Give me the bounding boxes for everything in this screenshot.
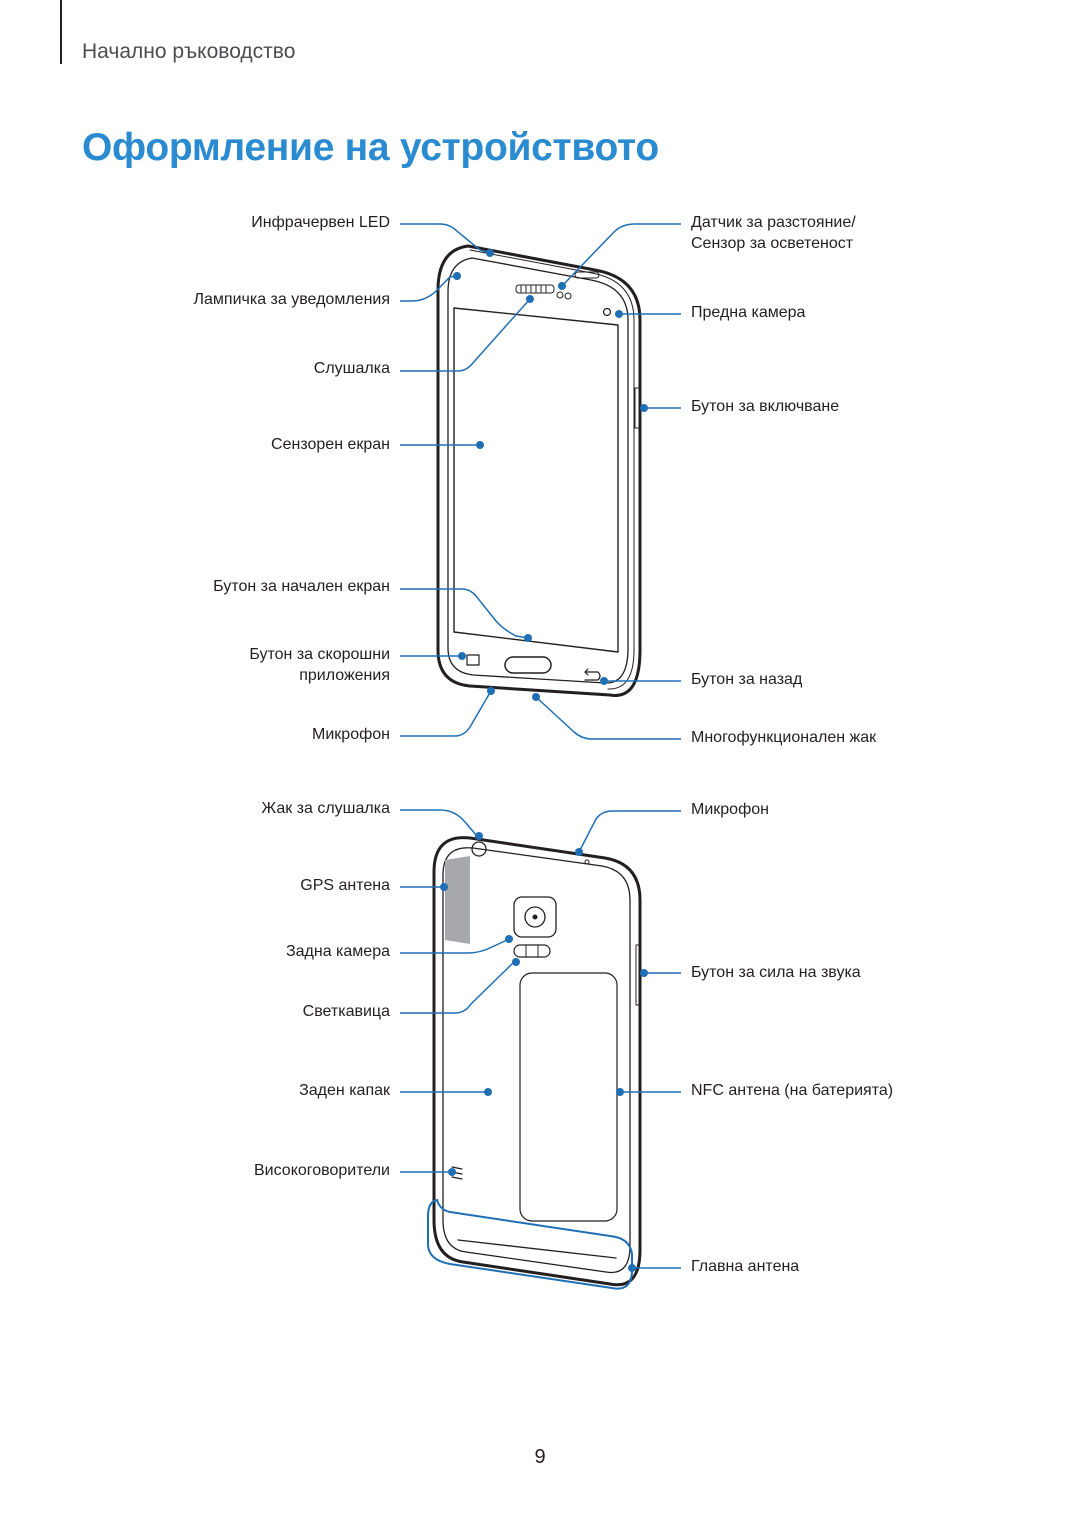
back-callout-dots <box>440 832 648 1272</box>
label-infrared-led: Инфрачервен LED <box>251 214 390 231</box>
label-volume-button: Бутон за сила на звука <box>691 964 861 981</box>
label-rear-microphone: Микрофон <box>691 801 769 818</box>
gps-antenna-area <box>445 856 470 944</box>
label-proximity-light-sensor: Датчик за разстояние/Сензор за осветенос… <box>691 214 856 252</box>
home-button-icon <box>504 656 552 674</box>
header-rule <box>60 0 62 64</box>
label-headset-jack: Жак за слушалка <box>261 800 390 817</box>
section-name: Начално ръководство <box>82 40 296 63</box>
label-earpiece: Слушалка <box>313 360 390 377</box>
back-button-icon <box>584 668 601 681</box>
headset-jack-icon <box>471 841 487 857</box>
label-speaker: Високоговорители <box>254 1162 390 1179</box>
rear-camera-icon <box>524 906 546 928</box>
label-home-button: Бутон за начален екран <box>213 578 390 595</box>
label-gps-antenna: GPS антена <box>300 877 390 894</box>
page-number: 9 <box>534 1446 546 1468</box>
label-flash: Светкавица <box>302 1003 390 1020</box>
main-antenna-outline <box>427 1198 633 1290</box>
label-multipurpose-jack: Многофункционален жак <box>691 729 877 746</box>
front-callout-dots <box>453 249 648 701</box>
nfc-antenna-outline <box>519 972 618 1222</box>
front-camera-icon <box>602 307 612 317</box>
back-device-illustration <box>432 836 642 1287</box>
front-callouts <box>400 223 681 740</box>
label-power-button: Бутон за включване <box>691 398 840 415</box>
label-front-camera: Предна камера <box>691 304 806 321</box>
label-recent-apps-button: Бутон за скорошни приложения <box>249 646 390 684</box>
back-callouts <box>400 809 681 1290</box>
recent-apps-icon <box>466 654 480 666</box>
label-back-button: Бутон за назад <box>691 671 803 688</box>
label-nfc-antenna: NFC антена (на батерията) <box>691 1082 894 1099</box>
label-back-cover: Заден капак <box>299 1082 390 1099</box>
label-rear-camera: Задна камера <box>285 943 390 960</box>
front-device-illustration <box>436 244 642 697</box>
page-title: Оформление на устройството <box>82 126 659 169</box>
rear-camera-housing <box>513 896 557 938</box>
flash-icon <box>513 944 551 958</box>
label-main-antenna: Главна антена <box>691 1258 800 1275</box>
label-front-microphone: Микрофон <box>312 726 390 743</box>
front-speaker-grille-icon <box>515 284 555 294</box>
label-notification-light: Лампичка за уведомления <box>193 291 390 308</box>
label-touch-screen: Сензорен екран <box>271 436 390 453</box>
